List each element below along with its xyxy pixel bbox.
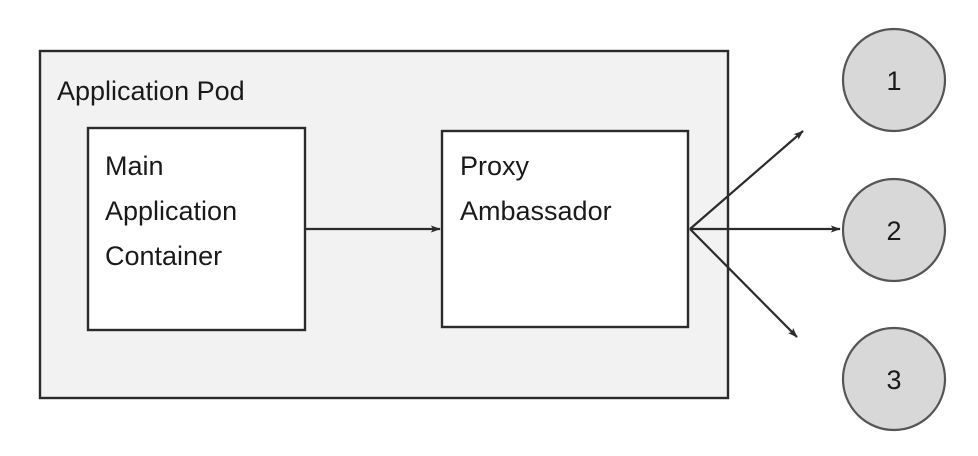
external-service-circle-1[interactable] [841, 27, 947, 133]
main-application-container-label-line-3: Container [105, 241, 222, 271]
proxy-ambassador-container-group[interactable]: Proxy Ambassador [440, 129, 690, 329]
proxy-ambassador-label-line-1: Proxy [460, 151, 530, 181]
main-application-container-label-line-2: Application [105, 196, 237, 226]
main-application-container-group[interactable]: Main Application Container [86, 126, 307, 332]
external-service-node-1[interactable]: 1 [841, 27, 947, 133]
proxy-ambassador-label-line-2: Ambassador [460, 196, 612, 226]
main-application-container-label-line-1: Main [105, 151, 164, 181]
main-application-container-box[interactable] [86, 126, 307, 332]
connector-proxy-to-service-1 [689, 130, 804, 230]
external-service-label-2: 2 [886, 216, 901, 246]
external-service-node-3[interactable]: 3 [841, 326, 947, 432]
external-service-node-2[interactable]: 2 [841, 177, 947, 283]
external-service-circle-3[interactable] [841, 326, 947, 432]
application-pod-label: Application Pod [57, 76, 245, 106]
proxy-ambassador-container-box[interactable] [440, 129, 690, 329]
external-service-label-3: 3 [886, 365, 901, 395]
connector-proxy-to-service-3 [689, 228, 798, 338]
external-service-label-1: 1 [886, 66, 901, 96]
external-service-circle-2[interactable] [841, 177, 947, 283]
